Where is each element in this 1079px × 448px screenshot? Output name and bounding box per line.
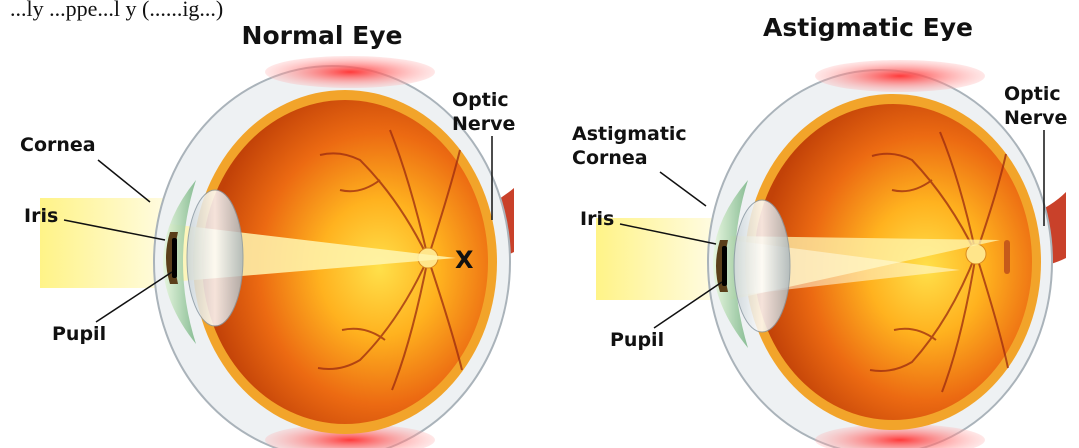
- pupil-normal: [172, 238, 177, 278]
- optic-nerve-label-line2-normal: Nerve: [452, 113, 515, 135]
- cornea-label-line2-astigmatic: Cornea: [572, 147, 648, 169]
- cornea-pointer-astigmatic: [660, 172, 706, 206]
- incoming-light-normal: [40, 198, 170, 288]
- optic-nerve-label-line2-astigmatic: Nerve: [1004, 107, 1067, 129]
- pupil-label-astigmatic: Pupil: [610, 329, 664, 351]
- lens-astigmatic: [734, 200, 790, 332]
- iris-label-astigmatic: Iris: [580, 208, 614, 230]
- eye-muscle-top-astigmatic: [815, 60, 985, 92]
- lens-normal: [187, 190, 243, 326]
- top-caption-fragment: ...ly ...ppe...l y (......ig...): [10, 0, 223, 21]
- optic-nerve-label-line1-astigmatic: Optic: [1004, 83, 1061, 105]
- cornea-label-line1-astigmatic: Astigmatic: [572, 123, 687, 145]
- incoming-light-astigmatic: [596, 218, 716, 300]
- cornea-label-normal: Cornea: [20, 134, 96, 156]
- normal-eye-diagram: Normal Eye: [20, 21, 515, 448]
- optic-nerve-label-line1-normal: Optic: [452, 89, 509, 111]
- focus-point-marker: X: [455, 246, 474, 274]
- pupil-label-normal: Pupil: [52, 323, 106, 345]
- astigmatic-eye-title: Astigmatic Eye: [763, 13, 973, 42]
- optic-disc-astigmatic: [966, 244, 986, 264]
- astigmatic-eye-diagram: Astigmatic Eye: [572, 13, 1067, 448]
- cornea-pointer-normal: [98, 160, 150, 202]
- iris-label-normal: Iris: [24, 205, 58, 227]
- normal-eye-title: Normal Eye: [242, 21, 403, 50]
- fovea-astigmatic: [1004, 240, 1010, 274]
- pupil-astigmatic: [722, 246, 727, 286]
- eye-muscle-top-normal: [265, 56, 435, 88]
